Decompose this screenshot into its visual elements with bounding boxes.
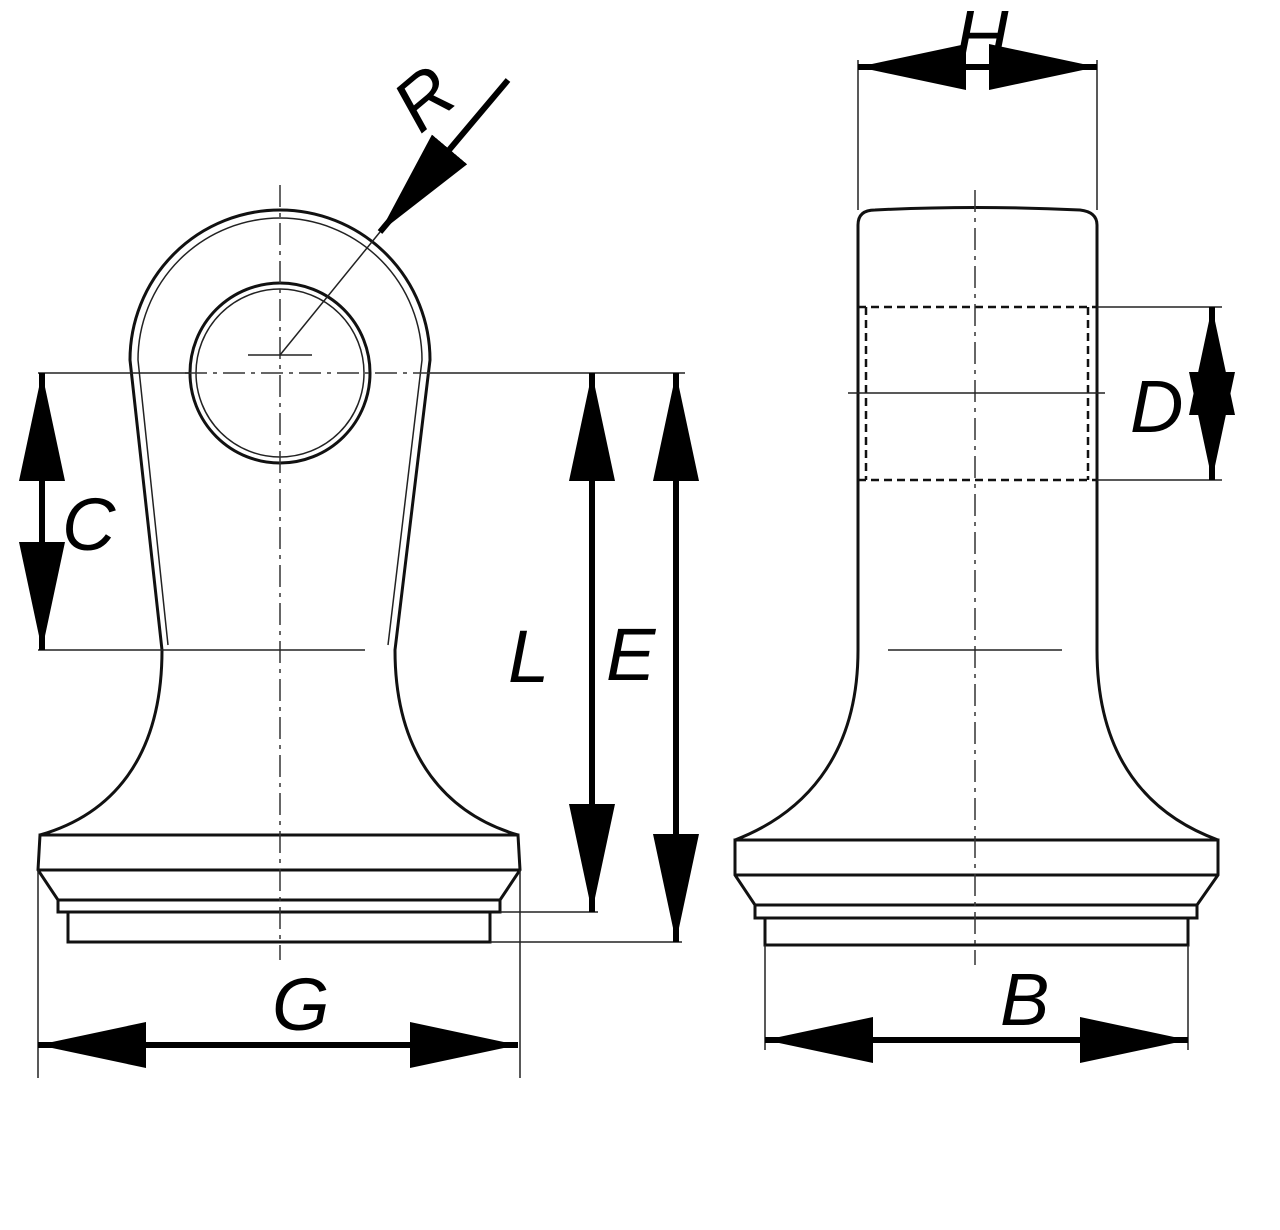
label-G: G — [272, 963, 330, 1046]
front-outline — [39, 208, 519, 837]
label-C: C — [62, 483, 116, 566]
label-R: R — [377, 49, 471, 147]
label-H: H — [955, 0, 1009, 78]
label-B: B — [1000, 958, 1049, 1041]
dimension-labels: R H D C L E G B — [62, 0, 1183, 1046]
dimension-R-leader — [377, 78, 511, 234]
side-outline — [734, 206, 1219, 842]
front-view — [36, 185, 522, 960]
side-view — [733, 190, 1220, 965]
label-E: E — [606, 613, 657, 696]
label-L: L — [508, 615, 549, 698]
dimensions — [19, 43, 1235, 1078]
label-D: D — [1130, 365, 1183, 448]
